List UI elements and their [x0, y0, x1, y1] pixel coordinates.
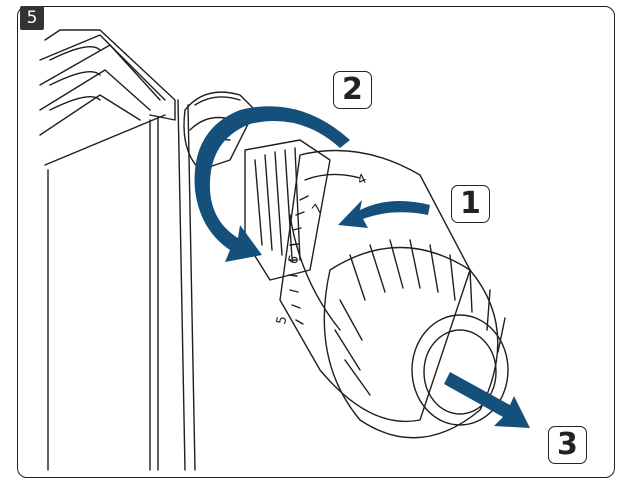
- rotate-ring-arrow: [194, 106, 350, 262]
- dial-mark: 4: [355, 172, 369, 189]
- adapter-ring: [244, 139, 331, 281]
- rotate-head-arrow: [338, 200, 430, 228]
- thermostat-head: [279, 149, 509, 439]
- dial-mark: 7: [310, 202, 327, 218]
- callout-2: 2: [333, 71, 372, 109]
- step-badge: 5: [20, 6, 44, 30]
- pull-off-arrow: [444, 372, 530, 428]
- radiator: [39, 29, 196, 471]
- callout-1: 1: [451, 185, 490, 223]
- callout-3: 3: [548, 426, 587, 464]
- dial-mark: 5: [274, 315, 290, 326]
